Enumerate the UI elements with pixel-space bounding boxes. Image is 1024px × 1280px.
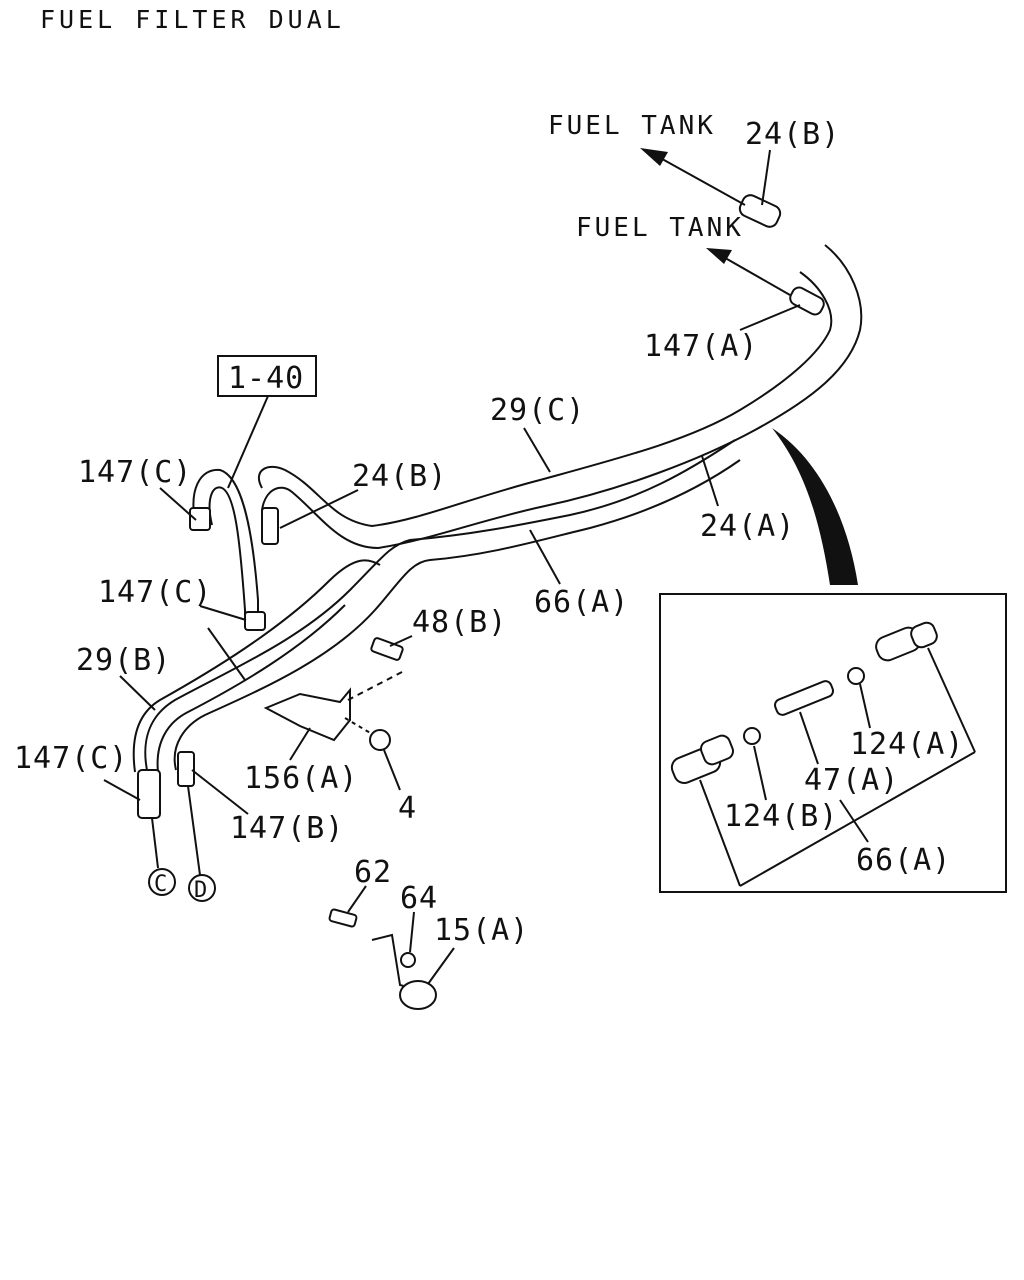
callout-4: 4 bbox=[398, 791, 417, 826]
leader-24a bbox=[701, 455, 719, 507]
diagram-title: FUEL FILTER DUAL bbox=[40, 5, 345, 34]
callout-24b-left: 24(B) bbox=[352, 459, 447, 494]
detail-hose-right-end bbox=[910, 621, 938, 649]
arrowhead-fuel-tank-upper bbox=[640, 148, 668, 166]
detail-clamp-124b bbox=[743, 727, 761, 745]
detail-leader-124a bbox=[859, 683, 871, 729]
detail-leader-124b bbox=[753, 745, 767, 801]
hose-29c-edge-a bbox=[257, 271, 833, 528]
detail-callout-47a: 47(A) bbox=[804, 763, 899, 798]
detail-callout-66a: 66(A) bbox=[856, 843, 951, 878]
connector-c-circle bbox=[148, 868, 176, 896]
callout-147c-3: 147(C) bbox=[14, 741, 128, 776]
bracket-arm bbox=[207, 627, 246, 681]
leader-156a bbox=[289, 727, 311, 761]
connector-c-label: C bbox=[154, 872, 167, 897]
leader-62 bbox=[347, 885, 367, 913]
detail-callout-124a: 124(A) bbox=[850, 727, 964, 762]
leader-29b bbox=[119, 675, 156, 711]
callout-147c-2: 147(C) bbox=[98, 575, 212, 610]
leader-147c-2 bbox=[199, 605, 247, 621]
arrow-fuel-tank-lower bbox=[719, 254, 791, 296]
detail-leader-47a bbox=[799, 711, 819, 765]
hose-assembly bbox=[132, 194, 863, 1010]
callout-24b-top: 24(B) bbox=[745, 117, 840, 152]
leader-24b-top bbox=[761, 149, 771, 206]
callout-29b: 29(B) bbox=[76, 643, 171, 678]
callout-147b: 147(B) bbox=[230, 811, 344, 846]
tube-1-40-edge-b bbox=[208, 486, 246, 625]
callout-64: 64 bbox=[400, 881, 438, 916]
bracket-156a bbox=[263, 687, 351, 742]
arrow-fuel-tank-upper bbox=[654, 154, 746, 206]
tank-fitting-upper bbox=[738, 194, 782, 228]
callout-66a: 66(A) bbox=[534, 585, 629, 620]
detail-clamp-124a bbox=[847, 667, 865, 685]
nut-64 bbox=[400, 952, 416, 968]
detail-bracket-b bbox=[739, 751, 976, 887]
callout-24a: 24(A) bbox=[700, 509, 795, 544]
fitting-c bbox=[137, 769, 161, 819]
callout-147a: 147(A) bbox=[644, 329, 758, 364]
bolt-62 bbox=[328, 908, 358, 928]
line-to-c bbox=[151, 817, 159, 869]
nut-4 bbox=[369, 729, 391, 751]
leader-1-40 bbox=[227, 395, 269, 489]
hose-66a-edge-b bbox=[173, 459, 741, 771]
leader-147b bbox=[191, 769, 249, 815]
detail-hose-left-collar bbox=[700, 734, 734, 766]
leader-29c bbox=[523, 427, 551, 473]
detail-bracket-a bbox=[699, 779, 741, 887]
label-fuel-tank-lower: FUEL TANK bbox=[576, 213, 744, 243]
detail-callout-124b: 124(B) bbox=[724, 799, 838, 834]
fitting-24b-left bbox=[261, 507, 279, 545]
leader-147c-1 bbox=[159, 487, 197, 521]
leader-15a bbox=[427, 947, 455, 985]
hose-29b-edge-a bbox=[132, 559, 381, 773]
hose-29b-edge-b bbox=[156, 604, 346, 773]
clip-15a-ring bbox=[399, 980, 437, 1010]
label-fuel-tank-upper: FUEL TANK bbox=[548, 111, 716, 141]
callout-29c: 29(C) bbox=[490, 393, 585, 428]
leader-48b bbox=[389, 635, 413, 647]
ref-box-label: 1-40 bbox=[228, 361, 304, 396]
callout-62: 62 bbox=[354, 855, 392, 890]
bolt-48b bbox=[370, 637, 404, 661]
detail-inset: 124(A) 47(A) 124(B) 66(A) bbox=[659, 593, 1007, 893]
detail-bracket-c bbox=[927, 647, 976, 753]
leader-4 bbox=[383, 749, 401, 791]
ref-box-1-40 bbox=[217, 355, 317, 397]
tube-1-40-edge-a bbox=[192, 468, 259, 625]
fitting-d bbox=[177, 751, 195, 787]
callout-147c-1: 147(C) bbox=[78, 455, 192, 490]
tank-fitting-lower bbox=[789, 286, 825, 316]
leader-24b-left bbox=[279, 489, 359, 529]
leader-64 bbox=[409, 911, 415, 953]
hose-66a-edge-a bbox=[144, 439, 736, 776]
connector-d-circle bbox=[188, 874, 216, 902]
detail-joint-pipe bbox=[773, 680, 835, 716]
arrowhead-fuel-tank-lower bbox=[706, 248, 732, 264]
fitting-147c-1 bbox=[189, 507, 211, 531]
connector-d-label: D bbox=[194, 878, 207, 903]
callout-15a: 15(A) bbox=[434, 913, 529, 948]
leader-147c-3 bbox=[103, 779, 141, 801]
callout-48b: 48(B) bbox=[412, 605, 507, 640]
detail-pointer bbox=[772, 428, 858, 585]
leader-147a bbox=[739, 304, 801, 331]
fitting-147c-2 bbox=[244, 611, 266, 631]
bolt-48b-axis bbox=[347, 671, 403, 701]
line-to-d bbox=[187, 785, 201, 876]
leader-66a bbox=[529, 529, 561, 585]
callout-156a: 156(A) bbox=[244, 761, 358, 796]
nut-4-axis bbox=[344, 717, 373, 735]
